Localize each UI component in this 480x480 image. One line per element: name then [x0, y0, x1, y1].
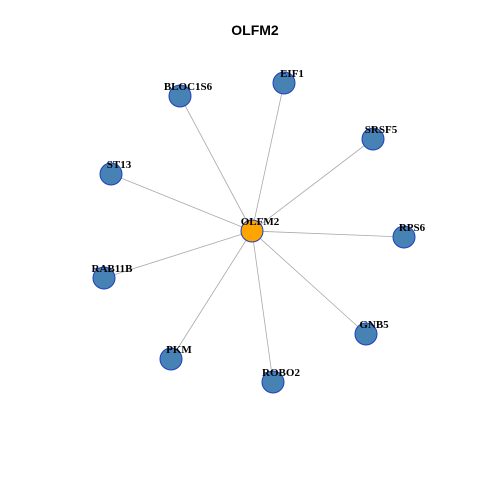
- node-label-robo2: ROBO2: [262, 367, 300, 379]
- node-label-rps6: RPS6: [399, 222, 426, 234]
- hub-node-olfm2: [240, 219, 264, 243]
- node-label-srsf5: SRSF5: [365, 124, 398, 136]
- node-label-rab11b: RAB11B: [92, 263, 134, 275]
- edge-olfm2-bloc1s6: [179, 95, 253, 232]
- node-label-st13: ST13: [107, 159, 132, 171]
- diagram-title: OLFM2: [231, 22, 279, 38]
- edge-olfm2-eif1: [251, 82, 285, 232]
- edge-olfm2-rps6: [251, 230, 405, 238]
- node-label-eif1: EIF1: [280, 68, 304, 80]
- node-st13: [99, 162, 123, 186]
- node-bloc1s6: [168, 84, 192, 108]
- node-rps6: [392, 225, 416, 249]
- edge-olfm2-robo2: [251, 230, 274, 383]
- edge-olfm2-rab11b: [103, 230, 253, 279]
- node-eif1: [272, 71, 296, 95]
- node-srsf5: [361, 127, 385, 151]
- node-rab11b: [92, 266, 116, 290]
- node-label-gnb5: GNB5: [359, 319, 389, 331]
- node-label-olfm2: OLFM2: [241, 216, 280, 228]
- node-label-pkm: PKM: [166, 344, 192, 356]
- edge-olfm2-gnb5: [251, 230, 367, 335]
- edge-olfm2-pkm: [170, 230, 253, 360]
- node-robo2: [261, 370, 285, 394]
- node-pkm: [159, 347, 183, 371]
- edge-olfm2-srsf5: [251, 138, 374, 232]
- edge-olfm2-st13: [110, 173, 253, 232]
- edge-layer: [103, 82, 405, 383]
- node-gnb5: [354, 322, 378, 346]
- node-label-bloc1s6: BLOC1S6: [164, 81, 213, 93]
